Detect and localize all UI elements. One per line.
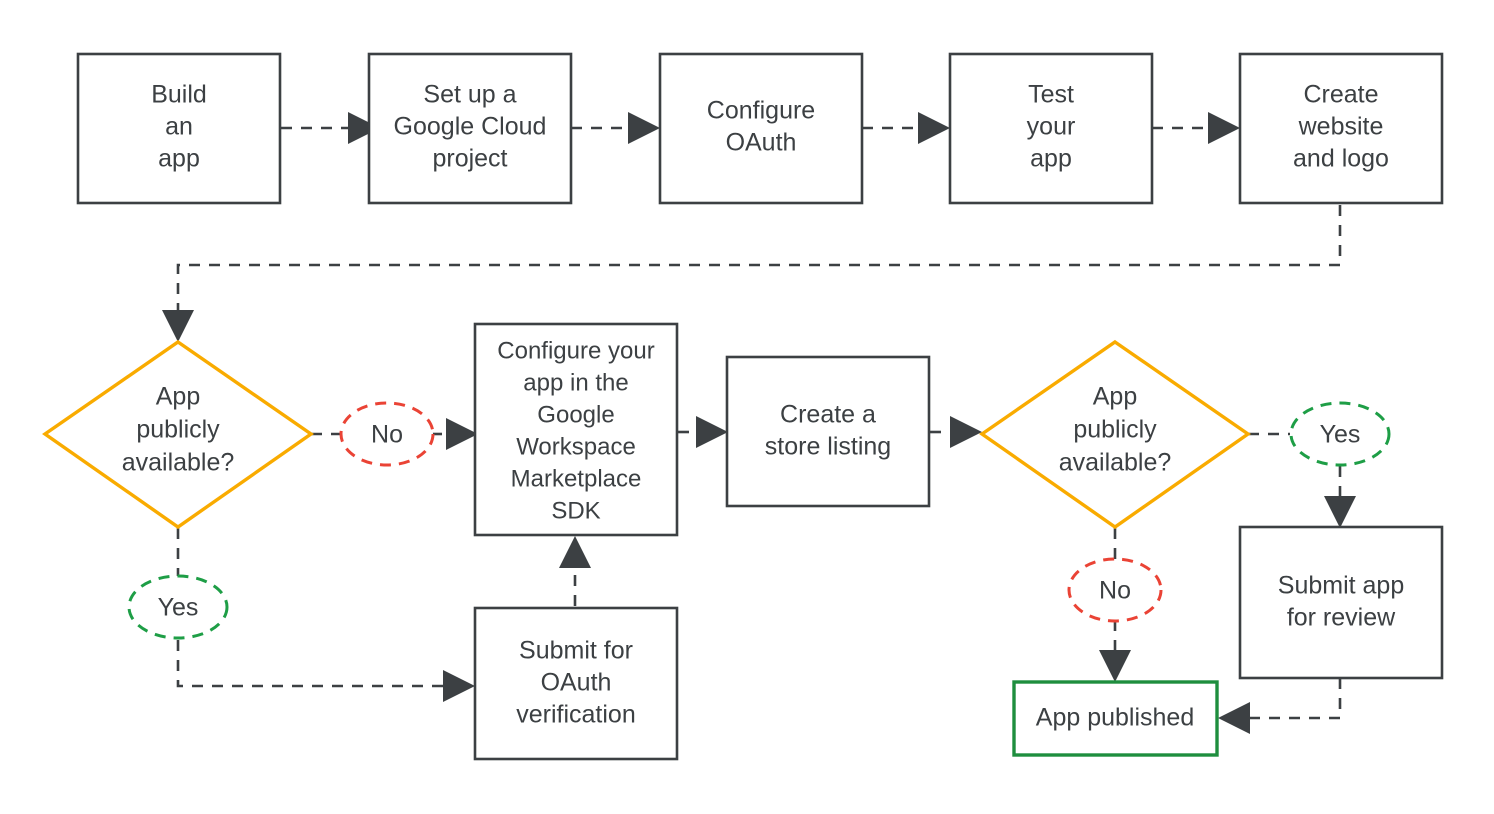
node-app-publicly-available-1[interactable]: App publicly available?	[42, 339, 314, 530]
node-shape-rect	[473, 606, 679, 761]
edge-website-to-decision1	[162, 205, 1342, 342]
node-label-line: App	[1093, 383, 1137, 411]
node-label-line: project	[432, 145, 507, 173]
arrow-head-icon	[348, 112, 380, 144]
node-label-line: App	[156, 383, 200, 411]
edge-label-ellipse	[1067, 557, 1163, 623]
node-label-line: publicly	[136, 416, 220, 444]
node-shape-rect	[658, 52, 864, 205]
node-shape-rect	[367, 52, 573, 205]
node-configure-app-sdk[interactable]: Configure your app in the Google Workspa…	[473, 322, 679, 537]
edge-label-text: Yes	[1320, 421, 1361, 449]
edge-label-yes-2: Yes	[1289, 401, 1391, 467]
node-label-line: App published	[1036, 704, 1194, 732]
node-shape-diamond	[979, 339, 1251, 530]
arrow-head-icon	[918, 112, 950, 144]
node-shape-rect	[473, 322, 679, 537]
node-label-line: app	[158, 145, 200, 173]
edge-label-no-1: No	[339, 401, 435, 467]
edge-oauth-to-test	[862, 112, 950, 144]
node-label-line: Workspace	[516, 433, 636, 460]
node-shape-rect	[1238, 525, 1444, 680]
node-shape-rect	[948, 52, 1154, 205]
node-submit-app-for-review[interactable]: Submit app for review	[1238, 525, 1444, 680]
node-label-line: your	[1027, 113, 1076, 141]
node-label-line: Google	[537, 401, 614, 428]
node-test-your-app[interactable]: Test your app	[948, 52, 1154, 205]
edge-label-ellipse	[339, 401, 435, 467]
arrow-head-icon	[1218, 702, 1250, 734]
edge-decision1-yes-to-oauth-verification	[176, 528, 475, 702]
node-label-line: Set up a	[423, 81, 516, 109]
node-label-line: Marketplace	[511, 465, 642, 492]
edge-decision2-no-to-published	[1099, 528, 1131, 682]
node-shape-rect	[1238, 52, 1444, 205]
node-set-up-gcp-project[interactable]: Set up a Google Cloud project	[367, 52, 573, 205]
edge-decision2-yes-to-review	[1248, 432, 1356, 528]
edge-test-to-website	[1152, 112, 1240, 144]
node-label-line: Google Cloud	[394, 113, 547, 141]
node-label-line: and logo	[1293, 145, 1389, 173]
node-app-publicly-available-2[interactable]: App publicly available?	[979, 339, 1251, 530]
arrow-head-icon	[1099, 650, 1131, 682]
edge-store-listing-to-decision2	[930, 416, 982, 448]
node-shape-rect	[1012, 680, 1219, 757]
edge-oauth-verification-to-sdk	[559, 536, 591, 606]
edge-sdk-to-store-listing	[678, 416, 728, 448]
node-label-line: an	[165, 113, 193, 141]
node-label-line: available?	[1059, 449, 1172, 477]
arrow-head-icon	[162, 310, 194, 342]
edge-label-ellipse	[127, 574, 229, 640]
arrow-head-icon	[628, 112, 660, 144]
node-label-line: OAuth	[541, 669, 612, 697]
node-label-line: Build	[151, 81, 207, 109]
node-label-line: SDK	[551, 497, 600, 524]
node-submit-oauth-verification[interactable]: Submit for OAuth verification	[473, 606, 679, 761]
edge-label-no-2: No	[1067, 557, 1163, 623]
node-app-published[interactable]: App published	[1012, 680, 1219, 757]
node-shape-rect	[76, 52, 282, 205]
edge-label-text: No	[371, 421, 403, 449]
node-label-line: Submit for	[519, 637, 633, 665]
edge-label-text: Yes	[158, 594, 199, 622]
edge-label-yes-1: Yes	[127, 574, 229, 640]
edge-label-ellipse	[1289, 401, 1391, 467]
node-label-line: Configure your	[497, 337, 654, 364]
node-label-line: publicly	[1073, 416, 1157, 444]
arrow-head-icon	[443, 670, 475, 702]
node-shape-diamond	[42, 339, 314, 530]
edge-build-to-gcp	[281, 112, 380, 144]
edge-review-to-published	[1218, 678, 1342, 734]
edge-gcp-to-oauth	[571, 112, 660, 144]
arrow-head-icon	[559, 536, 591, 568]
node-label-line: OAuth	[726, 129, 797, 157]
node-label-line: store listing	[765, 433, 891, 461]
node-label-line: available?	[122, 449, 235, 477]
node-label-line: Configure	[707, 97, 815, 125]
arrow-head-icon	[1324, 496, 1356, 528]
arrow-head-icon	[446, 418, 478, 450]
node-create-store-listing[interactable]: Create a store listing	[725, 355, 931, 508]
edge-label-text: No	[1099, 577, 1131, 605]
node-configure-oauth[interactable]: Configure OAuth	[658, 52, 864, 205]
node-label-line: Submit app	[1278, 572, 1404, 600]
arrow-head-icon	[1208, 112, 1240, 144]
node-label-line: verification	[516, 701, 636, 729]
node-build-an-app[interactable]: Build an app	[76, 52, 282, 205]
node-label-line: Test	[1028, 81, 1074, 109]
arrow-head-icon	[696, 416, 728, 448]
node-label-line: app in the	[523, 369, 628, 396]
arrow-head-icon	[950, 416, 982, 448]
node-label-line: Create a	[780, 401, 876, 429]
node-create-website-logo[interactable]: Create website and logo	[1238, 52, 1444, 205]
edge-layer	[162, 112, 1356, 734]
node-label-line: Create	[1303, 81, 1378, 109]
node-shape-rect	[725, 355, 931, 508]
node-label-line: website	[1298, 113, 1384, 141]
node-label-line: for review	[1287, 604, 1396, 632]
node-label-line: app	[1030, 145, 1072, 173]
